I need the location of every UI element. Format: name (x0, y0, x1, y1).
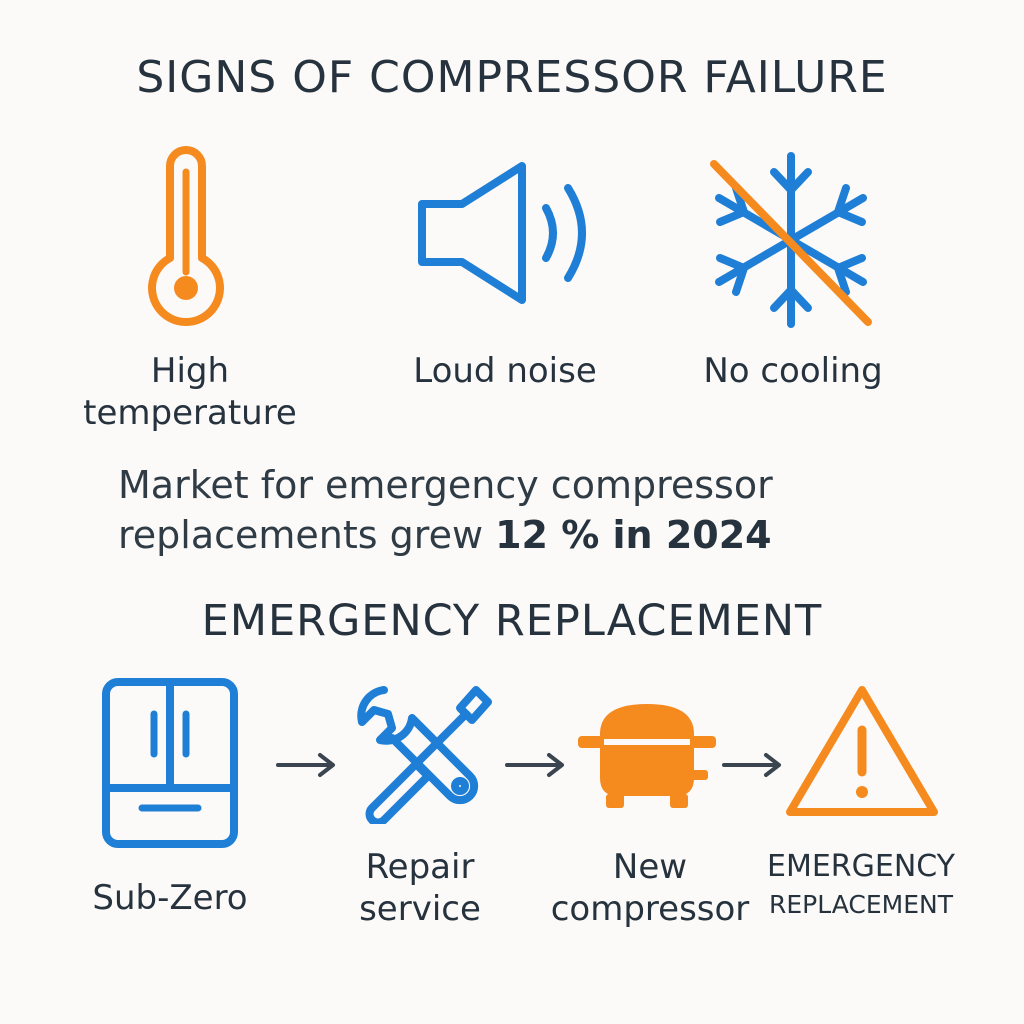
market-stat: Market for emergency compressor replacem… (118, 463, 773, 557)
page-title: SIGNS OF COMPRESSOR FAILURE (136, 52, 888, 103)
arrow-right-icon (276, 753, 335, 777)
arrow-right-icon (505, 753, 564, 777)
stat-highlight: 12 % in 2024 (495, 513, 772, 557)
sign-label-loud-noise: Loud noise (413, 351, 597, 391)
wrench-screwdriver-icon (357, 686, 492, 824)
sign-label-high-temperature: High temperature (83, 351, 297, 433)
step-label-new-compressor: New compressor (550, 847, 750, 929)
step-label-sub-zero: Sub-Zero (92, 878, 248, 918)
section-title-emergency-replacement: EMERGENCY REPLACEMENT (201, 596, 823, 646)
arrow-right-icon (722, 753, 781, 777)
sign-label-no-cooling: No cooling (703, 351, 883, 391)
step-label-emergency-replacement: EMERGENCY REPLACEMENT (766, 849, 956, 919)
compressor-icon (578, 704, 716, 808)
crossed-snowflake-icon (710, 152, 872, 328)
refrigerator-icon (102, 678, 238, 848)
warning-icon (786, 686, 938, 816)
speaker-icon (418, 162, 586, 304)
step-label-repair-service: Repair service (359, 847, 481, 929)
thermometer-icon (148, 146, 224, 326)
